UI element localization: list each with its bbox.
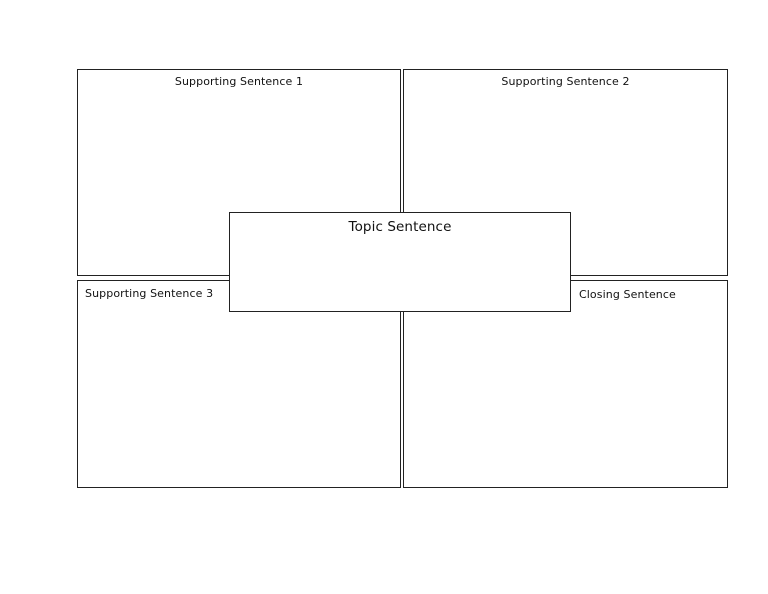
supporting-sentence-3-box[interactable]: Supporting Sentence 3: [77, 280, 401, 488]
closing-sentence-box[interactable]: Closing Sentence: [403, 280, 728, 488]
supporting-sentence-2-label: Supporting Sentence 2: [501, 75, 630, 88]
topic-sentence-label: Topic Sentence: [348, 219, 452, 235]
supporting-sentence-1-label: Supporting Sentence 1: [174, 75, 304, 88]
supporting-sentence-3-label: Supporting Sentence 3: [85, 287, 214, 300]
topic-sentence-box[interactable]: Topic Sentence: [229, 212, 571, 312]
closing-sentence-label: Closing Sentence: [579, 288, 676, 301]
